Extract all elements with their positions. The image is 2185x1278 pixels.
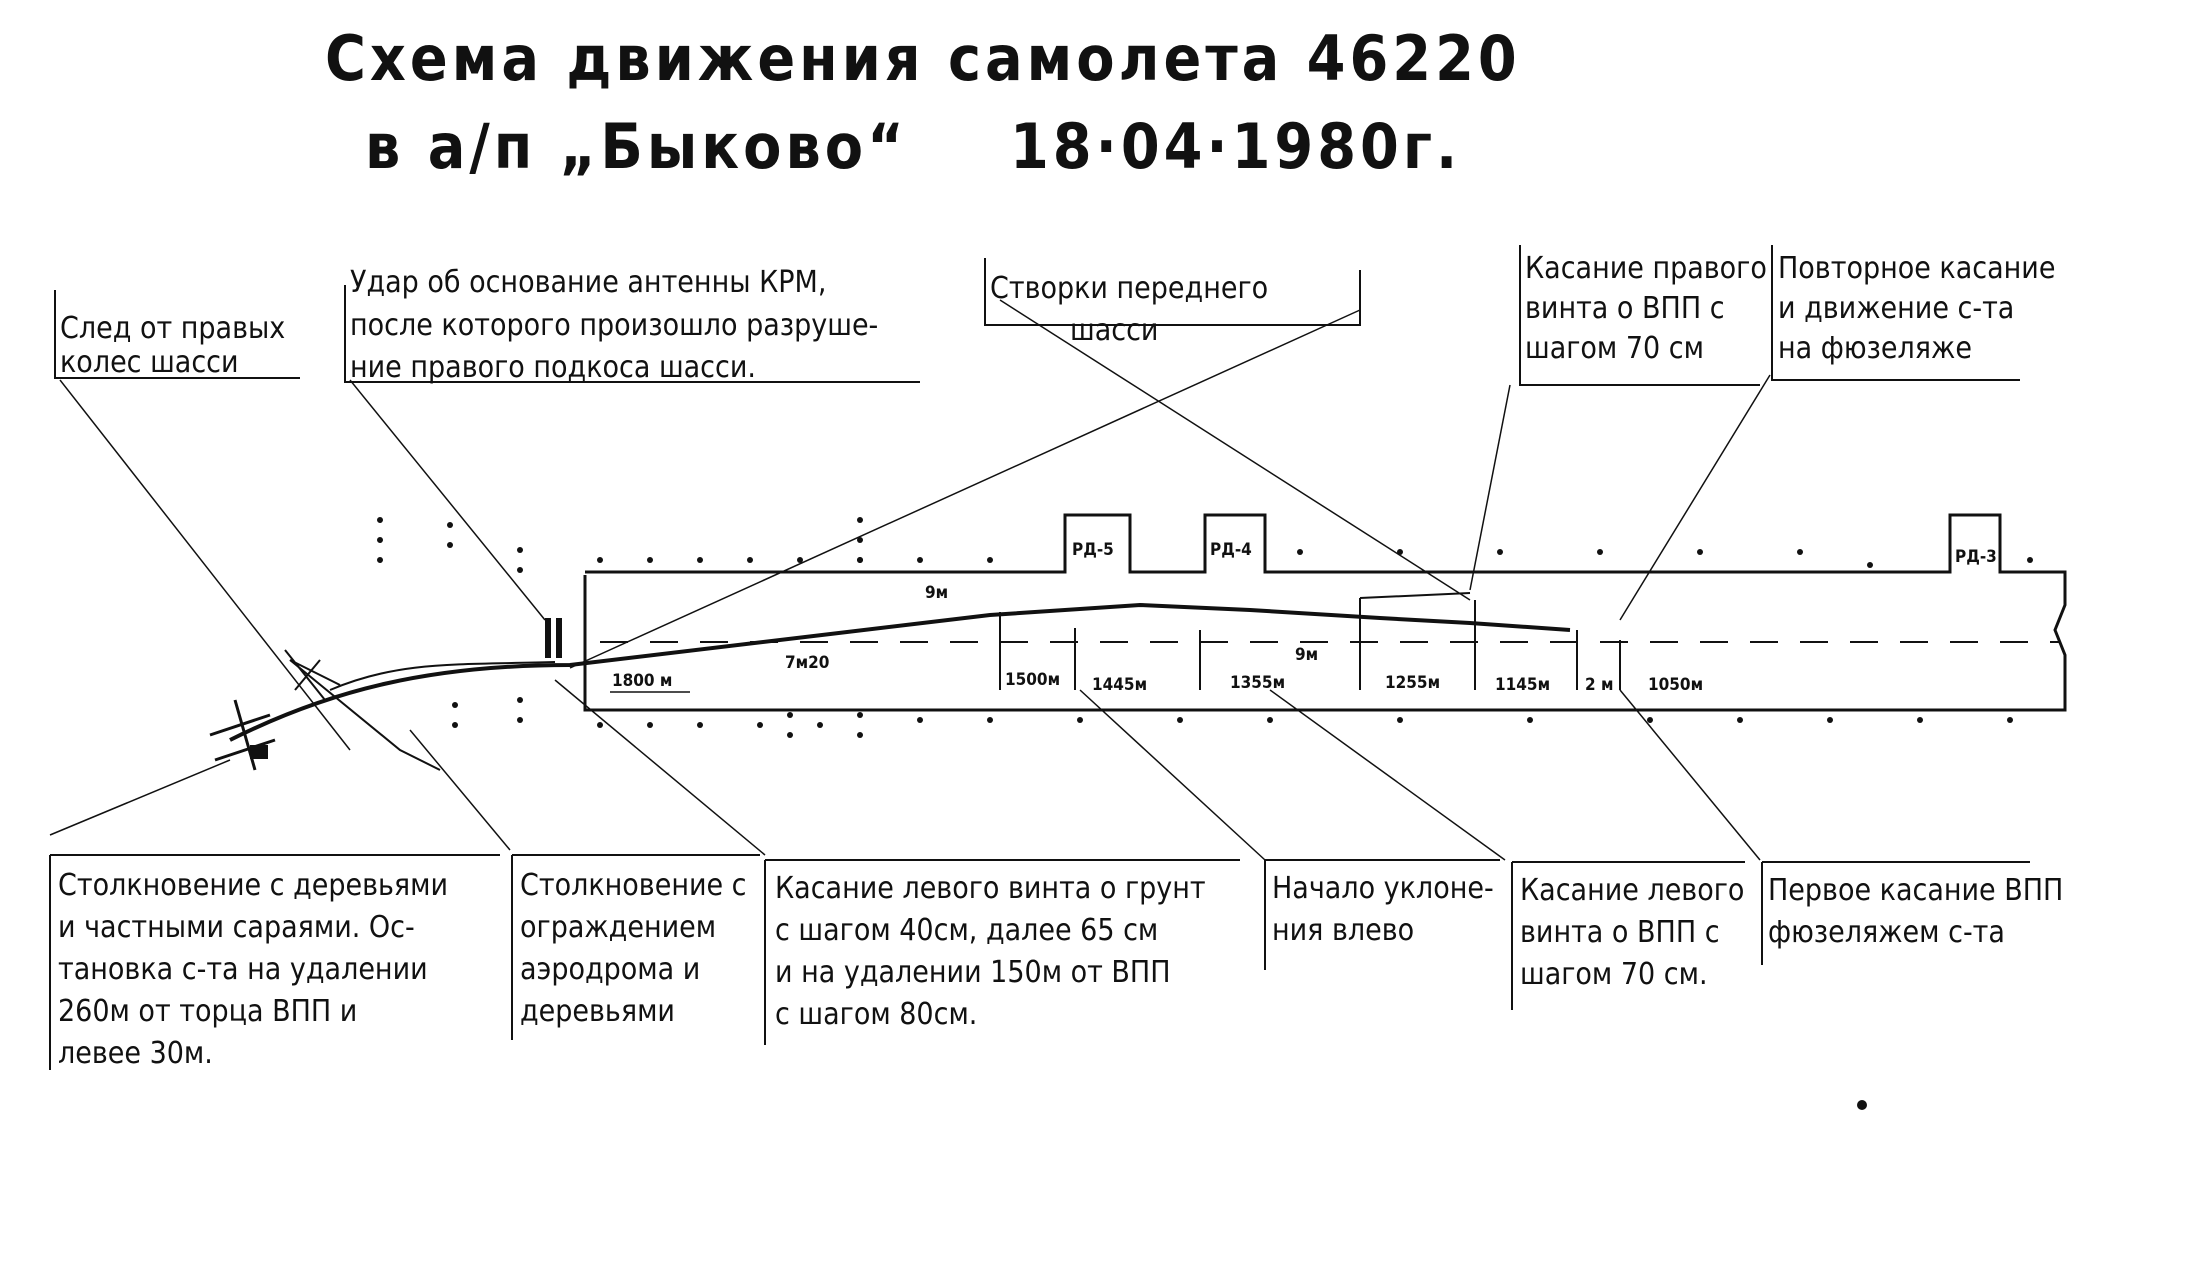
callout-repeat: Повторное касание и движение с-та на фюз… <box>1771 245 2055 381</box>
taxiway-label-4: РД-4 <box>1210 540 1252 560</box>
dim-2m: 2 м <box>1585 675 1613 695</box>
title-place: в а/п „Быково“ <box>365 110 908 183</box>
callout-nose-gear: Створки переднего шасси <box>984 258 1361 348</box>
svg-text:аэродрома и: аэродрома и <box>520 952 700 987</box>
svg-text:Удар об основание антенны КРМ,: Удар об основание антенны КРМ, <box>350 265 826 300</box>
svg-text:Касание правого: Касание правого <box>1525 251 1767 286</box>
svg-text:шагом 70 см.: шагом 70 см. <box>1520 957 1708 992</box>
svg-text:с шагом 40см, далее 65 см: с шагом 40см, далее 65 см <box>775 913 1158 948</box>
callout-left-prop-runway: Касание левого винта о ВПП с шагом 70 см… <box>1511 861 1745 1010</box>
svg-text:винта о ВПП с: винта о ВПП с <box>1525 291 1725 326</box>
callout-left-prop-ground: Касание левого винта о грунт с шагом 40с… <box>764 859 1240 1045</box>
svg-text:ограждением: ограждением <box>520 910 716 945</box>
svg-text:шагом 70 см: шагом 70 см <box>1525 331 1704 366</box>
dim-7m20: 7м20 <box>785 653 829 673</box>
dim-1800: 1800 м <box>612 671 672 691</box>
svg-text:на фюзеляже: на фюзеляже <box>1778 331 1972 366</box>
callout-trees: Столкновение с деревьями и частными сара… <box>49 854 500 1071</box>
title-date: 18·04·1980г. <box>1010 110 1461 183</box>
callout-trace: След от правых колес шасси <box>54 290 300 380</box>
dim-1500: 1500м <box>1005 670 1060 690</box>
runway-lights <box>377 517 2033 738</box>
svg-text:Столкновение с деревьями: Столкновение с деревьями <box>58 868 448 903</box>
svg-text:после которого произошло разру: после которого произошло разруше- <box>350 308 878 343</box>
svg-text:и частными сараями. Ос-: и частными сараями. Ос- <box>58 910 415 945</box>
aircraft-track <box>229 592 1571 771</box>
svg-text:шасси: шасси <box>1070 313 1158 348</box>
dimension-lines <box>610 598 1621 693</box>
svg-text:Касание левого: Касание левого <box>1520 873 1744 908</box>
svg-text:тановка с-та на удалении: тановка с-та на удалении <box>58 952 428 987</box>
svg-text:Повторное касание: Повторное касание <box>1778 251 2055 286</box>
dim-1050: 1050м <box>1648 675 1703 695</box>
svg-text:Касание левого винта о грунт: Касание левого винта о грунт <box>775 871 1206 906</box>
dim-9m-b: 9м <box>1295 645 1318 665</box>
svg-text:фюзеляжем с-та: фюзеляжем с-та <box>1768 915 2005 950</box>
svg-text:Первое касание ВПП: Первое касание ВПП <box>1768 873 2063 908</box>
dim-1145: 1145м <box>1495 675 1550 695</box>
svg-text:ние правого подкоса шасси.: ние правого подкоса шасси. <box>350 350 756 385</box>
dim-1355: 1355м <box>1230 673 1285 693</box>
svg-text:и на удалении 150м от ВПП: и на удалении 150м от ВПП <box>775 955 1171 990</box>
svg-text:колес шасси: колес шасси <box>60 345 239 380</box>
svg-text:ния влево: ния влево <box>1272 913 1414 948</box>
svg-text:260м от торца ВПП и: 260м от торца ВПП и <box>58 994 357 1029</box>
ink-spot <box>1857 1100 1867 1110</box>
runway <box>583 513 2067 712</box>
svg-text:с шагом 80см.: с шагом 80см. <box>775 997 977 1032</box>
svg-text:деревьями: деревьями <box>520 994 675 1029</box>
svg-text:и движение с-та: и движение с-та <box>1778 291 2014 326</box>
dim-1445: 1445м <box>1092 675 1147 695</box>
crash-site-icon <box>209 649 341 771</box>
svg-text:Столкновение с: Столкновение с <box>520 868 747 903</box>
callout-deviation: Начало уклоне- ния влево <box>1264 859 1500 970</box>
callout-right-prop: Касание правого винта о ВПП с шагом 70 с… <box>1519 245 1767 386</box>
taxiway-label-5: РД-5 <box>1072 540 1114 560</box>
title-line-1: Схема движения самолета 46220 <box>325 22 1521 95</box>
taxiway-label-3: РД-3 <box>1955 547 1997 567</box>
svg-text:Начало уклоне-: Начало уклоне- <box>1272 871 1494 906</box>
krm-antenna-icon <box>545 618 562 658</box>
dim-9m-a: 9м <box>925 583 948 603</box>
svg-text:левее 30м.: левее 30м. <box>58 1036 213 1071</box>
dim-1255: 1255м <box>1385 673 1440 693</box>
callout-krm: Удар об основание антенны КРМ, после кот… <box>344 265 920 385</box>
callout-fence: Столкновение с ограждением аэродрома и д… <box>511 854 760 1040</box>
leader-lines <box>49 299 1771 861</box>
svg-text:След от правых: След от правых <box>60 311 285 346</box>
svg-text:Створки переднего: Створки переднего <box>990 271 1268 306</box>
callout-first-touch: Первое касание ВПП фюзеляжем с-та <box>1761 861 2063 965</box>
svg-text:винта о ВПП с: винта о ВПП с <box>1520 915 1720 950</box>
